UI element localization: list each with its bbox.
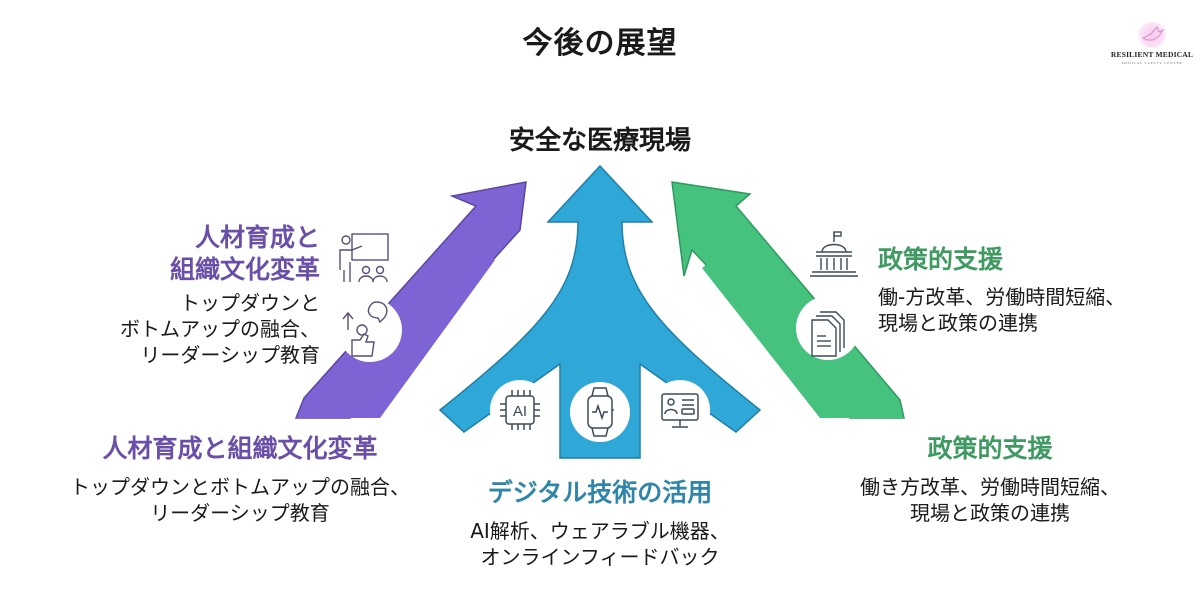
bottom-right-heading: 政策的支援 bbox=[927, 434, 1053, 463]
smartwatch-icon bbox=[587, 387, 614, 437]
bottom-right-desc-line2: 現場と政策の連携 bbox=[910, 501, 1070, 525]
bottom-left-desc-line1: トップダウンとボトムアップの融合、 bbox=[70, 475, 410, 499]
bottom-center-block: デジタル技術の活用 AI解析、ウェアラブル機器、 オンラインフィードバック bbox=[420, 476, 780, 570]
right-upper-heading: 政策的支援 bbox=[878, 245, 1004, 274]
logo-name: RESILIENT MEDICAL bbox=[1110, 50, 1194, 59]
ai-chip-icon bbox=[500, 390, 540, 430]
left-upper-desc-line3: リーダーシップ教育 bbox=[140, 343, 320, 367]
dove-icon bbox=[1137, 22, 1167, 48]
left-upper-heading-line2: 組織文化変革 bbox=[169, 255, 320, 284]
ai-icon-circle bbox=[490, 380, 550, 440]
documents-icon bbox=[811, 311, 845, 357]
right-upper-desc-line2: 現場と政策の連携 bbox=[878, 311, 1038, 335]
left-upper-block: 人材育成と 組織文化変革 トップダウンと ボトムアップの融合、 リーダーシップ教… bbox=[120, 222, 320, 368]
green-icon-circle bbox=[796, 296, 860, 360]
page-title: 今後の展望 bbox=[522, 26, 678, 61]
left-upper-desc-line1: トップダウンと bbox=[180, 291, 320, 315]
right-upper-block: 政策的支援 働-方改革、労働時間短縮、 現場と政策の連携 bbox=[878, 244, 1125, 336]
teacher-presentation-icon bbox=[339, 233, 389, 283]
government-building-icon bbox=[810, 231, 858, 277]
bottom-right-desc-line1: 働き方改革、労働時間短縮、 bbox=[860, 475, 1120, 499]
bottom-center-desc-line1: AI解析、ウェアラブル機器、 bbox=[470, 519, 730, 543]
logo-subtitle: MEDICAL SAFETY CENTER bbox=[1121, 61, 1183, 65]
left-upper-heading-line1: 人材育成と bbox=[194, 223, 320, 252]
feedback-thumbs-up-icon bbox=[342, 301, 388, 357]
bottom-center-heading: デジタル技術の活用 bbox=[487, 478, 713, 507]
bottom-center-desc-line2: オンラインフィードバック bbox=[480, 545, 720, 569]
online-monitor-icon bbox=[661, 393, 699, 428]
ai-chip-label: AI bbox=[513, 403, 527, 420]
monitor-icon-circle bbox=[650, 380, 710, 440]
right-upper-desc-line1: 働-方改革、労働時間短縮、 bbox=[878, 285, 1126, 309]
logo: RESILIENT MEDICAL MEDICAL SAFETY CENTER bbox=[1108, 22, 1196, 65]
bottom-left-heading: 人材育成と組織文化変革 bbox=[102, 434, 378, 463]
left-upper-desc-line2: ボトムアップの融合、 bbox=[120, 317, 320, 341]
bottom-left-desc-line2: リーダーシップ教育 bbox=[150, 501, 330, 525]
goal-label: 安全な医療現場 bbox=[508, 126, 691, 156]
bottom-left-block: 人材育成と組織文化変革 トップダウンとボトムアップの融合、 リーダーシップ教育 bbox=[40, 432, 440, 526]
bottom-right-block: 政策的支援 働き方改革、労働時間短縮、 現場と政策の連携 bbox=[800, 432, 1180, 526]
